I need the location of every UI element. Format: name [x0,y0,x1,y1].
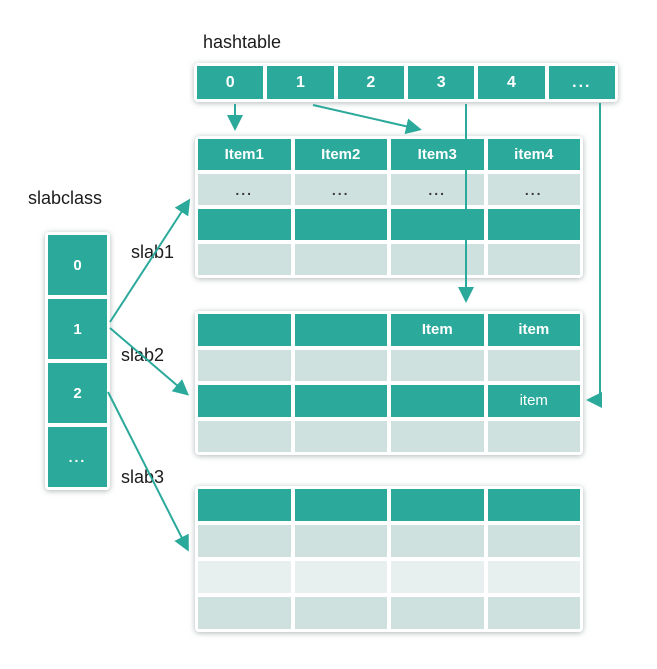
slab1-cell [487,244,580,275]
slab1-cell: ... [391,174,484,205]
slab2-table: Item item item [195,311,583,455]
slabclass-cell-2: 2 [48,363,107,423]
slab1-cell [391,244,484,275]
slab2-header-cell [294,314,387,346]
slab1-cell: ... [198,174,291,205]
slab3-cell [294,525,387,557]
slab1-cell [294,244,387,275]
slab3-cell [391,525,484,557]
slab3-header-cell [198,489,291,521]
slab2-cell [198,349,291,381]
slab3-cell [198,561,291,593]
slab1-cell: ... [487,174,580,205]
slab2-cell [487,420,580,452]
hashtable-bucket-4: 4 [478,66,545,99]
slab1-header-cell: Item3 [391,139,484,170]
slab1-cell [487,209,580,240]
slab3-cell [391,561,484,593]
slab2-header-cell: Item [391,314,484,346]
slab1-cell [294,209,387,240]
slab2-cell [198,385,291,417]
slab2-cell [294,420,387,452]
slab2-cell [391,420,484,452]
slab2-cell [391,385,484,417]
slab2-header-cell: item [487,314,580,346]
slab3-cell [198,597,291,629]
hashtable-bucket-1: 1 [267,66,334,99]
slab1-cell [198,209,291,240]
slab3-header-cell [294,489,387,521]
slab1-label: slab1 [131,242,175,262]
slab2-header-cell [198,314,291,346]
slab3-table [195,486,583,632]
slab1-cell [198,244,291,275]
slab1-table: Item1 Item2 Item3 item4 ... ... ... ... [195,136,583,278]
slab1-header-cell: Item2 [294,139,387,170]
slab2-label: slab2 [121,345,165,365]
slabclass-cell-ellipsis: ... [48,427,107,487]
slabclass-label: slabclass [28,188,103,208]
slab2-cell [294,385,387,417]
slab1-cell: ... [294,174,387,205]
slab2-cell [294,349,387,381]
slab3-cell [487,597,580,629]
slabclass-array: 0 1 2 ... [45,232,110,490]
slab1-header-cell: item4 [487,139,580,170]
hashtable-label: hashtable [203,32,282,52]
slab3-header-cell [391,489,484,521]
slab2-cell [391,349,484,381]
slab3-label: slab3 [121,467,165,487]
slab3-cell [198,525,291,557]
slab3-cell [391,597,484,629]
hashtable-array: 0 1 2 3 4 ... [194,63,618,102]
slab1-header-cell: Item1 [198,139,291,170]
hashtable-bucket-ellipsis: ... [548,66,615,99]
slab1-cell [391,209,484,240]
hashtable-bucket-2: 2 [337,66,404,99]
slab2-cell [487,349,580,381]
slab3-cell [294,597,387,629]
slabclass-cell-0: 0 [48,235,107,295]
slab3-header-cell [487,489,580,521]
slab3-cell [487,525,580,557]
hashtable-bucket-0: 0 [197,66,264,99]
hashtable-bucket-3: 3 [408,66,475,99]
slab3-cell [294,561,387,593]
slab2-item-cell: item [487,385,580,417]
arrow-hash-ellipsis-to-slab2-item [586,103,602,408]
slab2-cell [198,420,291,452]
slab3-cell [487,561,580,593]
slabclass-cell-1: 1 [48,299,107,359]
arrow-hash1-to-slab1-item3 [312,104,422,135]
